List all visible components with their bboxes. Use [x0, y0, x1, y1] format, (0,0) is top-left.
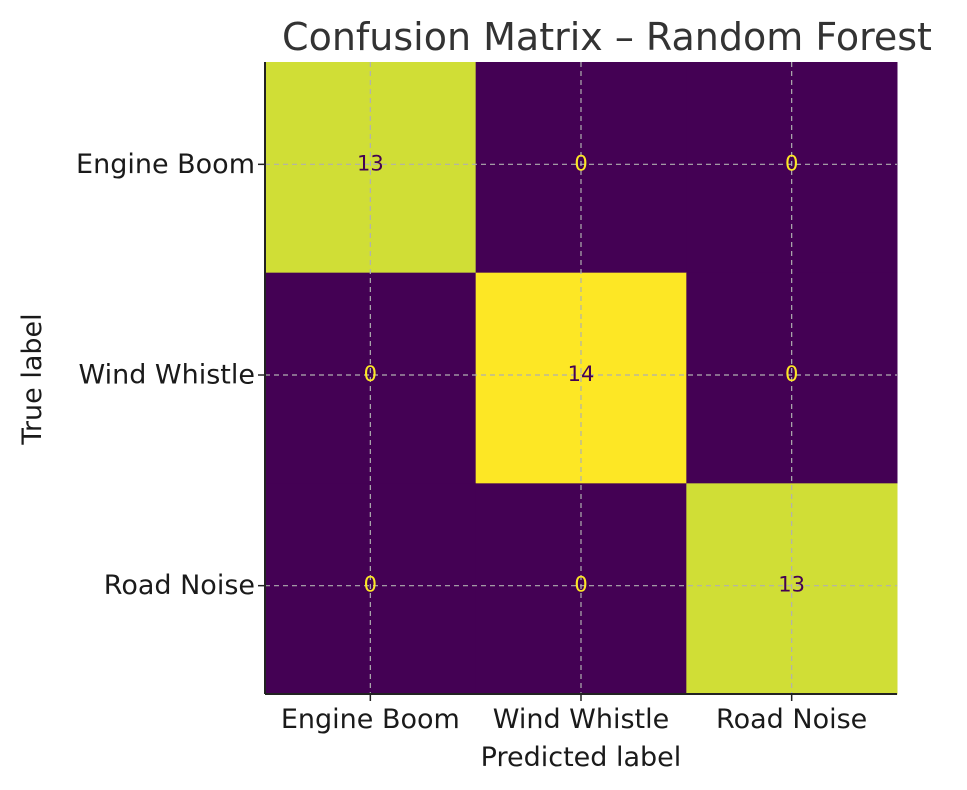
y-axis-label: True label: [17, 313, 48, 445]
x-tick-label: Wind Whistle: [493, 704, 670, 735]
x-tick-label: Engine Boom: [281, 704, 460, 735]
y-tick-label: Engine Boom: [76, 149, 255, 180]
cell-value-label-r2-c0: 0: [364, 573, 377, 597]
cell-value-label-r0-c1: 0: [574, 151, 587, 175]
cell-value-label-r2-c2: 13: [778, 573, 805, 597]
cell-value-label-r1-c0: 0: [364, 362, 377, 386]
axes: [258, 62, 897, 701]
x-tick-label: Road Noise: [716, 704, 867, 735]
grid-lines: [265, 62, 897, 694]
x-axis-label: Predicted label: [481, 742, 682, 773]
y-tick-label: Road Noise: [104, 570, 255, 601]
cell-value-label-r1-c1: 14: [568, 362, 595, 386]
cell-value-label-r0-c2: 0: [785, 151, 798, 175]
cell-value-label-r0-c0: 13: [357, 151, 384, 175]
chart-title: Confusion Matrix – Random Forest: [282, 15, 932, 59]
cell-value-label-r1-c2: 0: [785, 362, 798, 386]
cell-value-label-r2-c1: 0: [574, 573, 587, 597]
x-tick-labels: Engine Boom Wind Whistle Road Noise: [281, 704, 867, 735]
cell-value-labels: 13 0 0 0 14 0 0 0 13: [357, 151, 805, 596]
y-tick-label: Wind Whistle: [78, 360, 255, 391]
